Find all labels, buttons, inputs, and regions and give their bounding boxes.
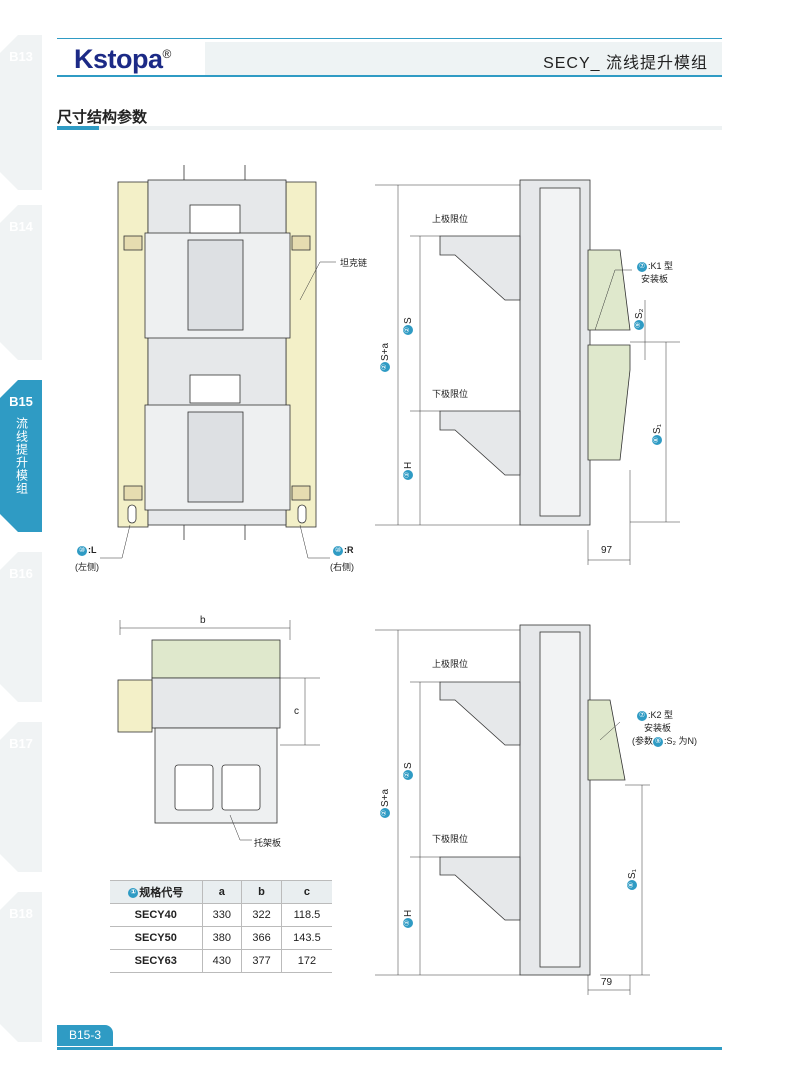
dim-b: b: [200, 615, 206, 626]
section-title: 尺寸结构参数: [57, 109, 148, 126]
logo: Kstopa®: [74, 44, 171, 74]
k2-plate-sub: 安装板: [644, 723, 672, 733]
header-bottom-line: [57, 75, 722, 77]
left-variant-label: ⑩:L: [77, 545, 97, 556]
upper-limit-label: 上极限位: [432, 659, 469, 669]
dim-79: 79: [601, 977, 613, 988]
header-cell: a: [201, 880, 243, 904]
dim-s: ②S: [403, 317, 414, 335]
dim-s-plus-a: ②S+a: [380, 342, 391, 372]
tab-b18[interactable]: B18: [0, 892, 42, 1042]
header-bar: [205, 42, 722, 75]
tab-b17[interactable]: B17: [0, 722, 42, 872]
dim-c: c: [294, 706, 299, 717]
tab-code: B14: [9, 219, 33, 234]
dim-s2: ⑨S₂: [634, 308, 645, 330]
tab-code: B17: [9, 736, 33, 751]
upper-limit-label: 上极限位: [432, 214, 469, 224]
k1-plate-sub: 安装板: [641, 274, 669, 284]
header-cell: c: [280, 880, 332, 904]
right-variant-label: ⑩:R: [333, 545, 354, 556]
left-variant-sub: (左侧): [75, 562, 99, 572]
page-number-badge: B15-3: [57, 1025, 113, 1046]
dim-97: 97: [601, 545, 613, 556]
lower-limit-label: 下极限位: [432, 389, 469, 399]
footer-line: [57, 1047, 722, 1050]
header-top-line: [57, 38, 722, 39]
tab-b16[interactable]: B16: [0, 552, 42, 702]
tab-b14[interactable]: B14: [0, 205, 42, 360]
right-variant-sub: (右侧): [330, 562, 354, 572]
k2-plate-label: ⑦:K2 型: [637, 710, 674, 721]
header-cell: b: [241, 880, 282, 904]
tray-view-drawing: [117, 620, 320, 841]
page-title: SECY_ 流线提升模组: [543, 55, 708, 72]
tab-b13[interactable]: B13: [0, 35, 42, 190]
k1-plate-label: ⑦:K1 型: [637, 261, 674, 272]
side-view-k2-drawing: [375, 624, 650, 995]
dim-s1: ⑧S₁: [627, 868, 638, 890]
dim-h: ③H: [403, 461, 414, 480]
section-underline: [57, 126, 722, 130]
side-view-k1-drawing: [375, 179, 680, 565]
dim-s1: ⑧S₁: [652, 423, 663, 445]
tab-code: B15: [9, 394, 33, 409]
tab-code: B13: [9, 49, 33, 64]
tab-b15[interactable]: B15 流线提升模组: [0, 380, 42, 532]
tab-label: 流线提升模组: [14, 417, 29, 495]
tab-code: B16: [9, 566, 33, 581]
dim-h: ③H: [403, 909, 414, 928]
chain-label: 坦克链: [340, 258, 368, 268]
tray-plate-label: 托架板: [254, 838, 282, 848]
dim-s-plus-a: ②S+a: [380, 788, 391, 818]
front-view-drawing: [100, 165, 336, 559]
lower-limit-label: 下极限位: [432, 834, 469, 844]
dim-s: ②S: [403, 762, 414, 780]
tab-code: B18: [9, 906, 33, 921]
